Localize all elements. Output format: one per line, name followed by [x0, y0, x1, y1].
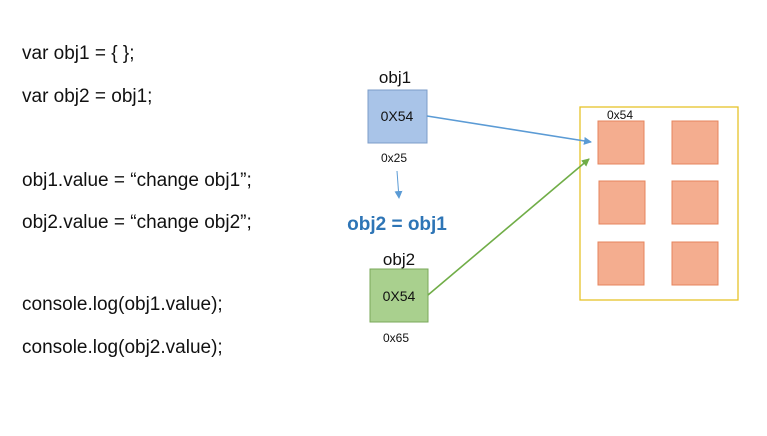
heap-cells — [597, 120, 719, 286]
obj2-box — [369, 268, 429, 323]
code-line-3: obj1.value = “change obj1”; — [22, 170, 252, 191]
obj1-label: obj1 — [379, 68, 411, 87]
code-line-6: console.log(obj2.value); — [22, 337, 223, 358]
heap-cell — [671, 120, 719, 165]
obj2-reference-arrow — [427, 158, 590, 296]
assignment-text: obj2 = obj1 — [347, 214, 447, 235]
heap-cell — [597, 120, 645, 165]
obj2-label: obj2 — [383, 250, 415, 269]
code-line-4: obj2.value = “change obj2”; — [22, 212, 252, 233]
heap-cell — [671, 180, 719, 225]
heap-address: 0x54 — [607, 108, 633, 122]
obj1-value: 0X54 — [381, 108, 414, 124]
obj2-address: 0x65 — [383, 331, 409, 345]
obj2-value: 0X54 — [383, 288, 416, 304]
code-line-5: console.log(obj1.value); — [22, 294, 223, 315]
heap-cell — [671, 241, 719, 286]
code-line-2: var obj2 = obj1; — [22, 86, 153, 107]
heap-cell — [598, 180, 646, 225]
code-line-1: var obj1 = { }; — [22, 43, 135, 64]
obj1-reference-arrow — [426, 115, 592, 145]
obj1-address: 0x25 — [381, 151, 407, 165]
heap-cell — [597, 241, 645, 286]
copy-arrow — [394, 170, 403, 199]
heap-object-box — [579, 106, 739, 301]
